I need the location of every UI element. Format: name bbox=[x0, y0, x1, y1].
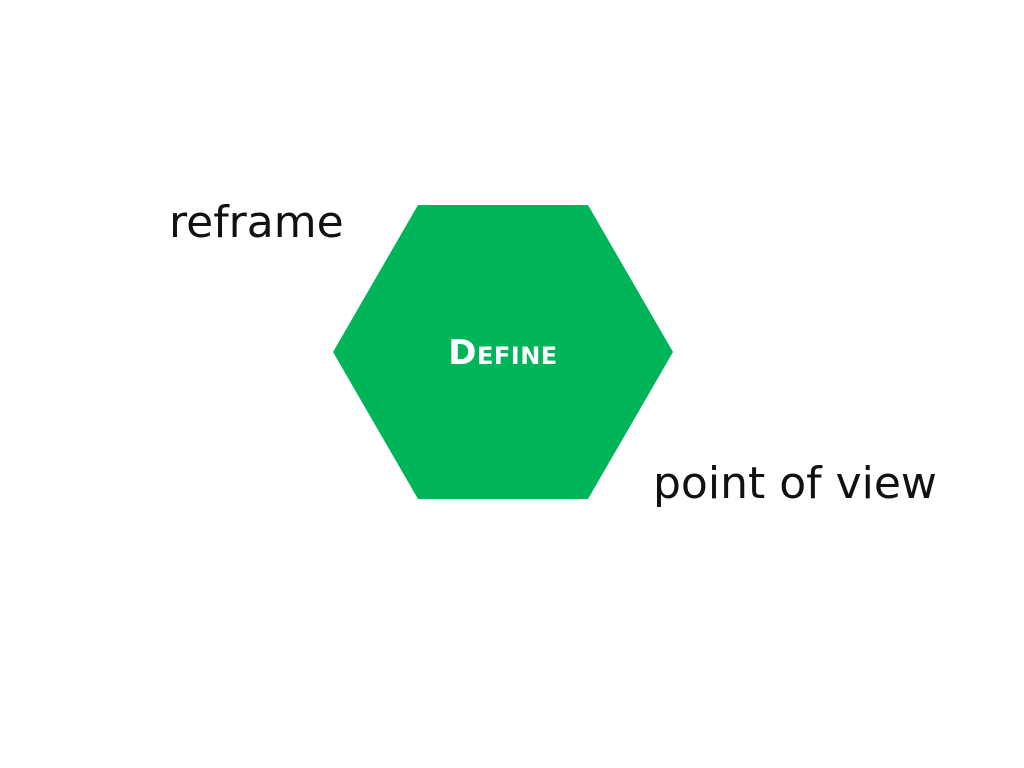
define-hexagon: Define bbox=[333, 205, 673, 499]
hexagon-shape bbox=[333, 205, 673, 499]
hexagon-fill bbox=[333, 205, 673, 499]
reframe-label: reframe bbox=[169, 197, 344, 248]
define-label: Define bbox=[448, 333, 558, 373]
point-of-view-label: point of view bbox=[653, 458, 937, 509]
